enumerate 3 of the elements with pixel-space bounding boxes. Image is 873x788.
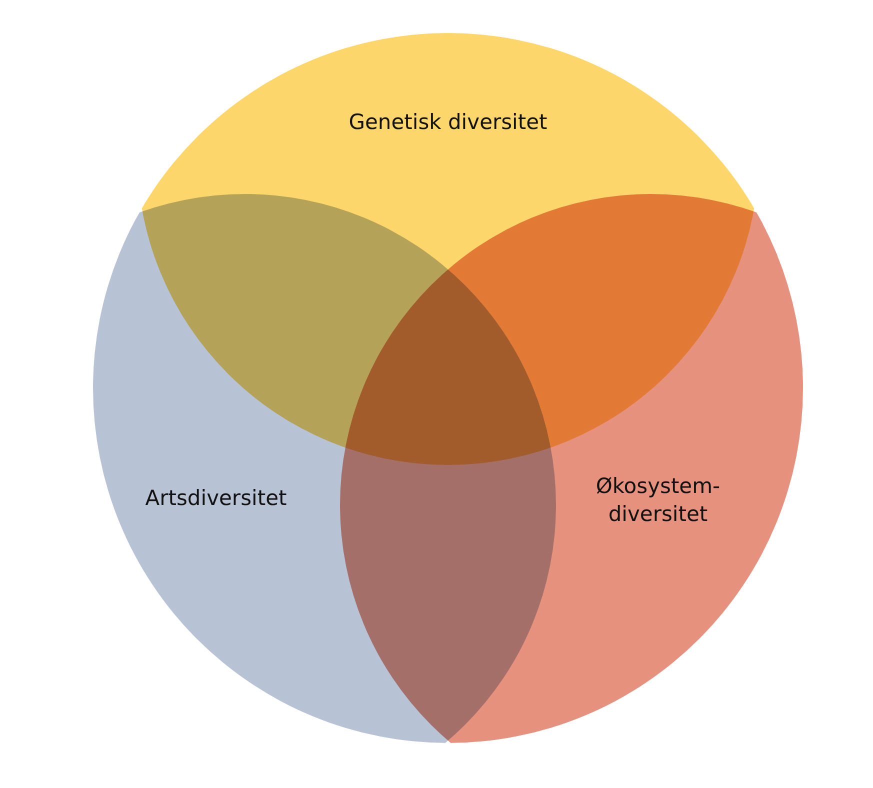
- region-label: Økosystem- diversitet: [594, 473, 722, 528]
- region-label: Genetisk diversitet: [348, 109, 548, 136]
- region-label: Artsdiversitet: [144, 485, 288, 512]
